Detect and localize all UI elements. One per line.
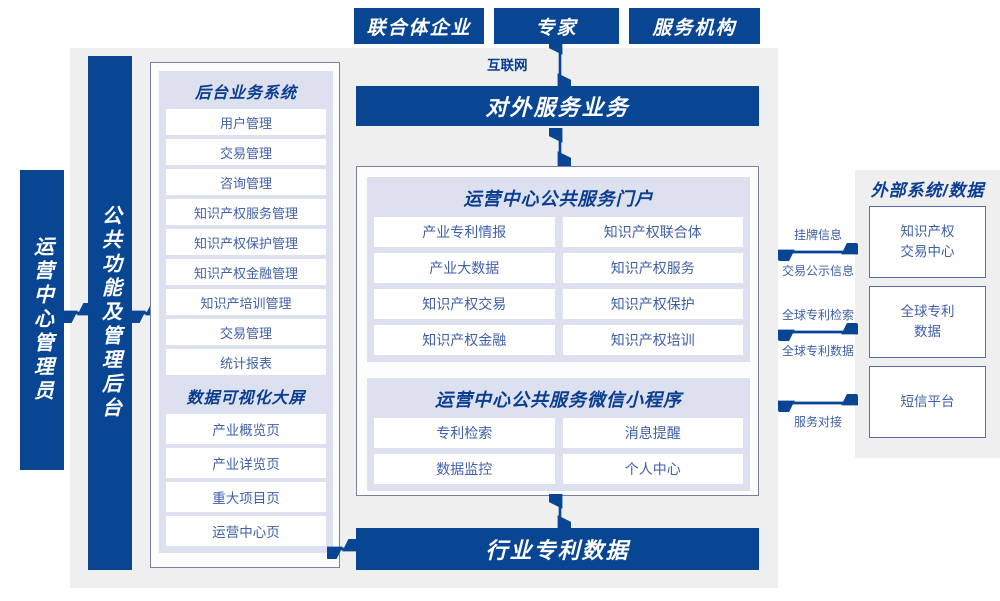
backend-business-system-title: 后台业务系统 [194,85,297,102]
arrow-external-sms-platform [778,394,858,412]
data-visualization-panel: 数据可视化大屏 产业概览页 产业详览页 重大项目页 运营中心页 [159,376,333,553]
actor-consortium-enterprise-label: 联合体企业 [366,17,472,39]
role-operation-center-admin-label: 运营中心管理员 [30,236,53,404]
industry-patent-data-label: 行业专利数据 [485,538,630,563]
external-service-business-label: 对外服务业务 [485,95,630,120]
portal-item[interactable]: 知识产权保护 [562,289,743,319]
backend-column-container: 后台业务系统 用户管理 交易管理 咨询管理 知识产权服务管理 知识产权保护管理 … [150,62,340,568]
portal-item[interactable]: 知识产权联合体 [562,217,743,247]
public-service-portal-title: 运营中心公共服务门户 [463,189,654,209]
backend-item[interactable]: 知识产权服务管理 [166,199,326,225]
wechat-miniprogram-panel: 运营中心公共服务微信小程序 专利检索 消息提醒 数据监控 个人中心 [367,378,750,491]
external-systems-panel: 外部系统/数据 知识产权 交易中心 全球专利 数据 短信平台 [855,170,1000,458]
actor-consortium-enterprise: 联合体企业 [354,8,484,44]
portal-item-grid: 产业专利情报 知识产权联合体 产业大数据 知识产权服务 知识产权交易 知识产权保… [374,217,743,355]
connector-3-label-below: 服务对接 [793,415,842,429]
actor-service-agency-label: 服务机构 [652,17,737,39]
internet-link-label: 互联网 [487,58,528,73]
miniprogram-item[interactable]: 消息提醒 [562,418,743,448]
miniprogram-item[interactable]: 专利检索 [374,418,555,448]
portal-item[interactable]: 知识产权培训 [562,325,743,355]
portal-item[interactable]: 知识产权金融 [374,325,555,355]
portal-item[interactable]: 产业专利情报 [374,217,555,247]
portal-item[interactable]: 知识产权交易 [374,289,555,319]
actor-expert-label: 专家 [535,17,578,39]
backend-item[interactable]: 用户管理 [166,109,326,135]
industry-patent-data-bar: 行业专利数据 [356,528,759,570]
backend-item[interactable]: 交易管理 [166,139,326,165]
portal-item[interactable]: 产业大数据 [374,253,555,283]
arrow-dataviz-to-industry-data [327,539,357,559]
arrow-external-global-patent [778,323,858,341]
arrow-external-ip-exchange [778,243,858,261]
backend-item[interactable]: 知识产权金融管理 [166,259,326,285]
external-system-ip-exchange-center[interactable]: 知识产权 交易中心 [869,206,986,278]
dataviz-item[interactable]: 产业概览页 [166,414,326,444]
external-system-sms-platform[interactable]: 短信平台 [869,366,986,438]
actor-expert: 专家 [494,8,619,44]
dataviz-item[interactable]: 运营中心页 [166,516,326,546]
arrow-admin-to-backend [62,303,92,323]
backend-item[interactable]: 知识产权保护管理 [166,229,326,255]
dataviz-item[interactable]: 产业详览页 [166,448,326,478]
data-visualization-title: 数据可视化大屏 [186,390,306,407]
dataviz-item[interactable]: 重大项目页 [166,482,326,512]
miniprogram-item[interactable]: 个人中心 [562,454,743,484]
backend-item[interactable]: 交易管理 [166,319,326,345]
backend-item[interactable]: 咨询管理 [166,169,326,195]
external-system-global-patent-data[interactable]: 全球专利 数据 [869,286,986,358]
connector-2-label-above: 全球专利检索 [781,308,854,322]
public-service-portal-panel: 运营中心公共服务门户 产业专利情报 知识产权联合体 产业大数据 知识产权服务 知… [367,177,750,362]
role-common-function-backend-label: 公共功能及管理后台 [98,205,121,421]
arrow-portal-to-industry-data [549,494,571,530]
portal-item[interactable]: 知识产权服务 [562,253,743,283]
miniprogram-item-grid: 专利检索 消息提醒 数据监控 个人中心 [374,418,743,484]
connector-2-label-below: 全球专利数据 [781,344,854,358]
arrow-service-to-portal [549,128,571,166]
external-service-business-bar: 对外服务业务 [356,86,759,126]
miniprogram-item[interactable]: 数据监控 [374,454,555,484]
wechat-miniprogram-title: 运营中心公共服务微信小程序 [435,390,682,410]
backend-item[interactable]: 统计报表 [166,349,326,375]
public-service-container: 运营中心公共服务门户 产业专利情报 知识产权联合体 产业大数据 知识产权服务 知… [356,166,759,496]
backend-item[interactable]: 知识产培训管理 [166,289,326,315]
role-operation-center-admin: 运营中心管理员 [20,170,64,470]
connector-1-label-below: 交易公示信息 [781,264,854,278]
external-systems-title: 外部系统/数据 [870,181,985,200]
connector-1-label-above: 挂牌信息 [793,228,842,242]
actor-service-agency: 服务机构 [629,8,760,44]
backend-business-system-panel: 后台业务系统 用户管理 交易管理 咨询管理 知识产权服务管理 知识产权保护管理 … [159,71,333,382]
role-common-function-backend: 公共功能及管理后台 [88,56,132,570]
arrow-internet-vertical [549,40,571,88]
